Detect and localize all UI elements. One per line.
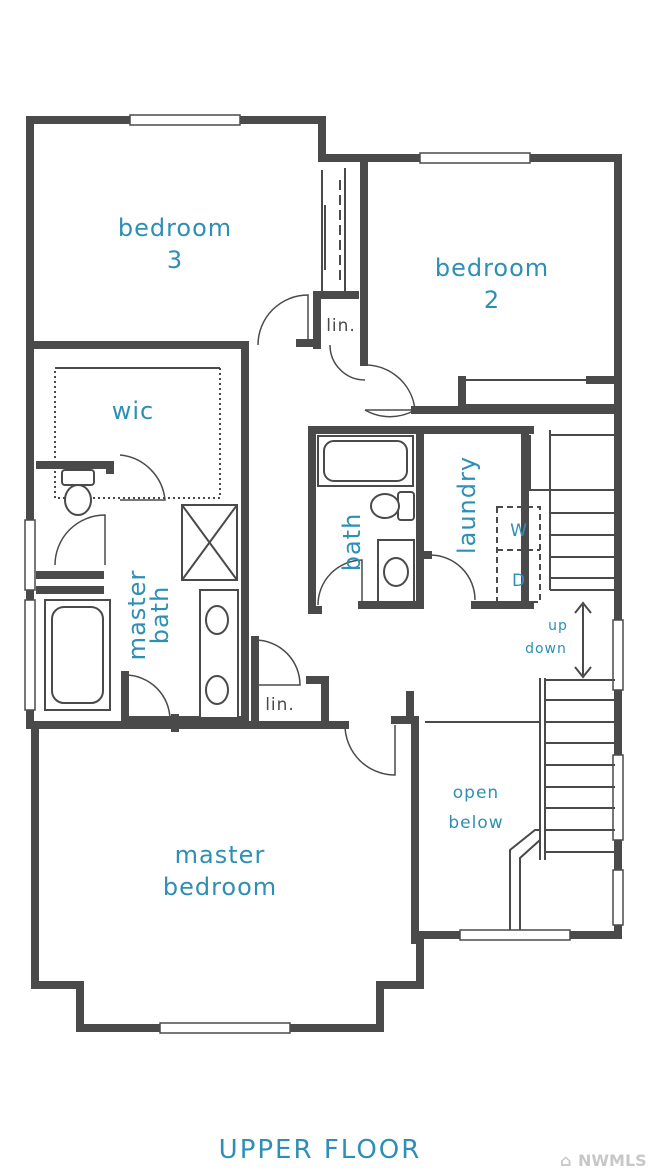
label-open-below-line2: below [448, 813, 503, 833]
floor-title: UPPER FLOOR [219, 1135, 422, 1165]
doors [54, 294, 476, 776]
label-stairs-up: up [548, 618, 568, 634]
label-master-bath-line1: master [123, 570, 151, 661]
interior-walls [26, 154, 622, 944]
watermark-icon: ⌂ [560, 1151, 571, 1170]
label-master-bedroom-line1: master [175, 841, 266, 869]
windows [24, 114, 624, 1034]
label-bedroom3-line1: bedroom [118, 214, 232, 242]
label-washer: W [510, 521, 528, 541]
label-stairs-down: down [525, 641, 567, 657]
stairs [509, 430, 615, 930]
label-bedroom2-line1: bedroom [435, 254, 549, 282]
label-laundry: laundry [453, 456, 481, 554]
watermark-text: NWMLS [578, 1151, 647, 1170]
room-labels: bedroom 3 bedroom 2 wic lin. lin. master… [112, 214, 568, 901]
label-wic: wic [112, 397, 155, 425]
label-bedroom3-line2: 3 [167, 246, 183, 274]
label-master-bedroom-line2: bedroom [163, 873, 277, 901]
label-bedroom2-line2: 2 [484, 286, 500, 314]
label-linen-top: lin. [326, 316, 356, 336]
label-linen-bottom: lin. [265, 695, 295, 715]
watermark: ⌂ NWMLS [560, 1151, 647, 1170]
label-bath: bath [338, 513, 366, 572]
label-master-bath-line2: bath [146, 586, 174, 645]
label-open-below-line1: open [453, 783, 499, 803]
label-dryer: D [512, 571, 526, 591]
fixtures [44, 435, 541, 719]
closet-lines [54, 180, 341, 499]
